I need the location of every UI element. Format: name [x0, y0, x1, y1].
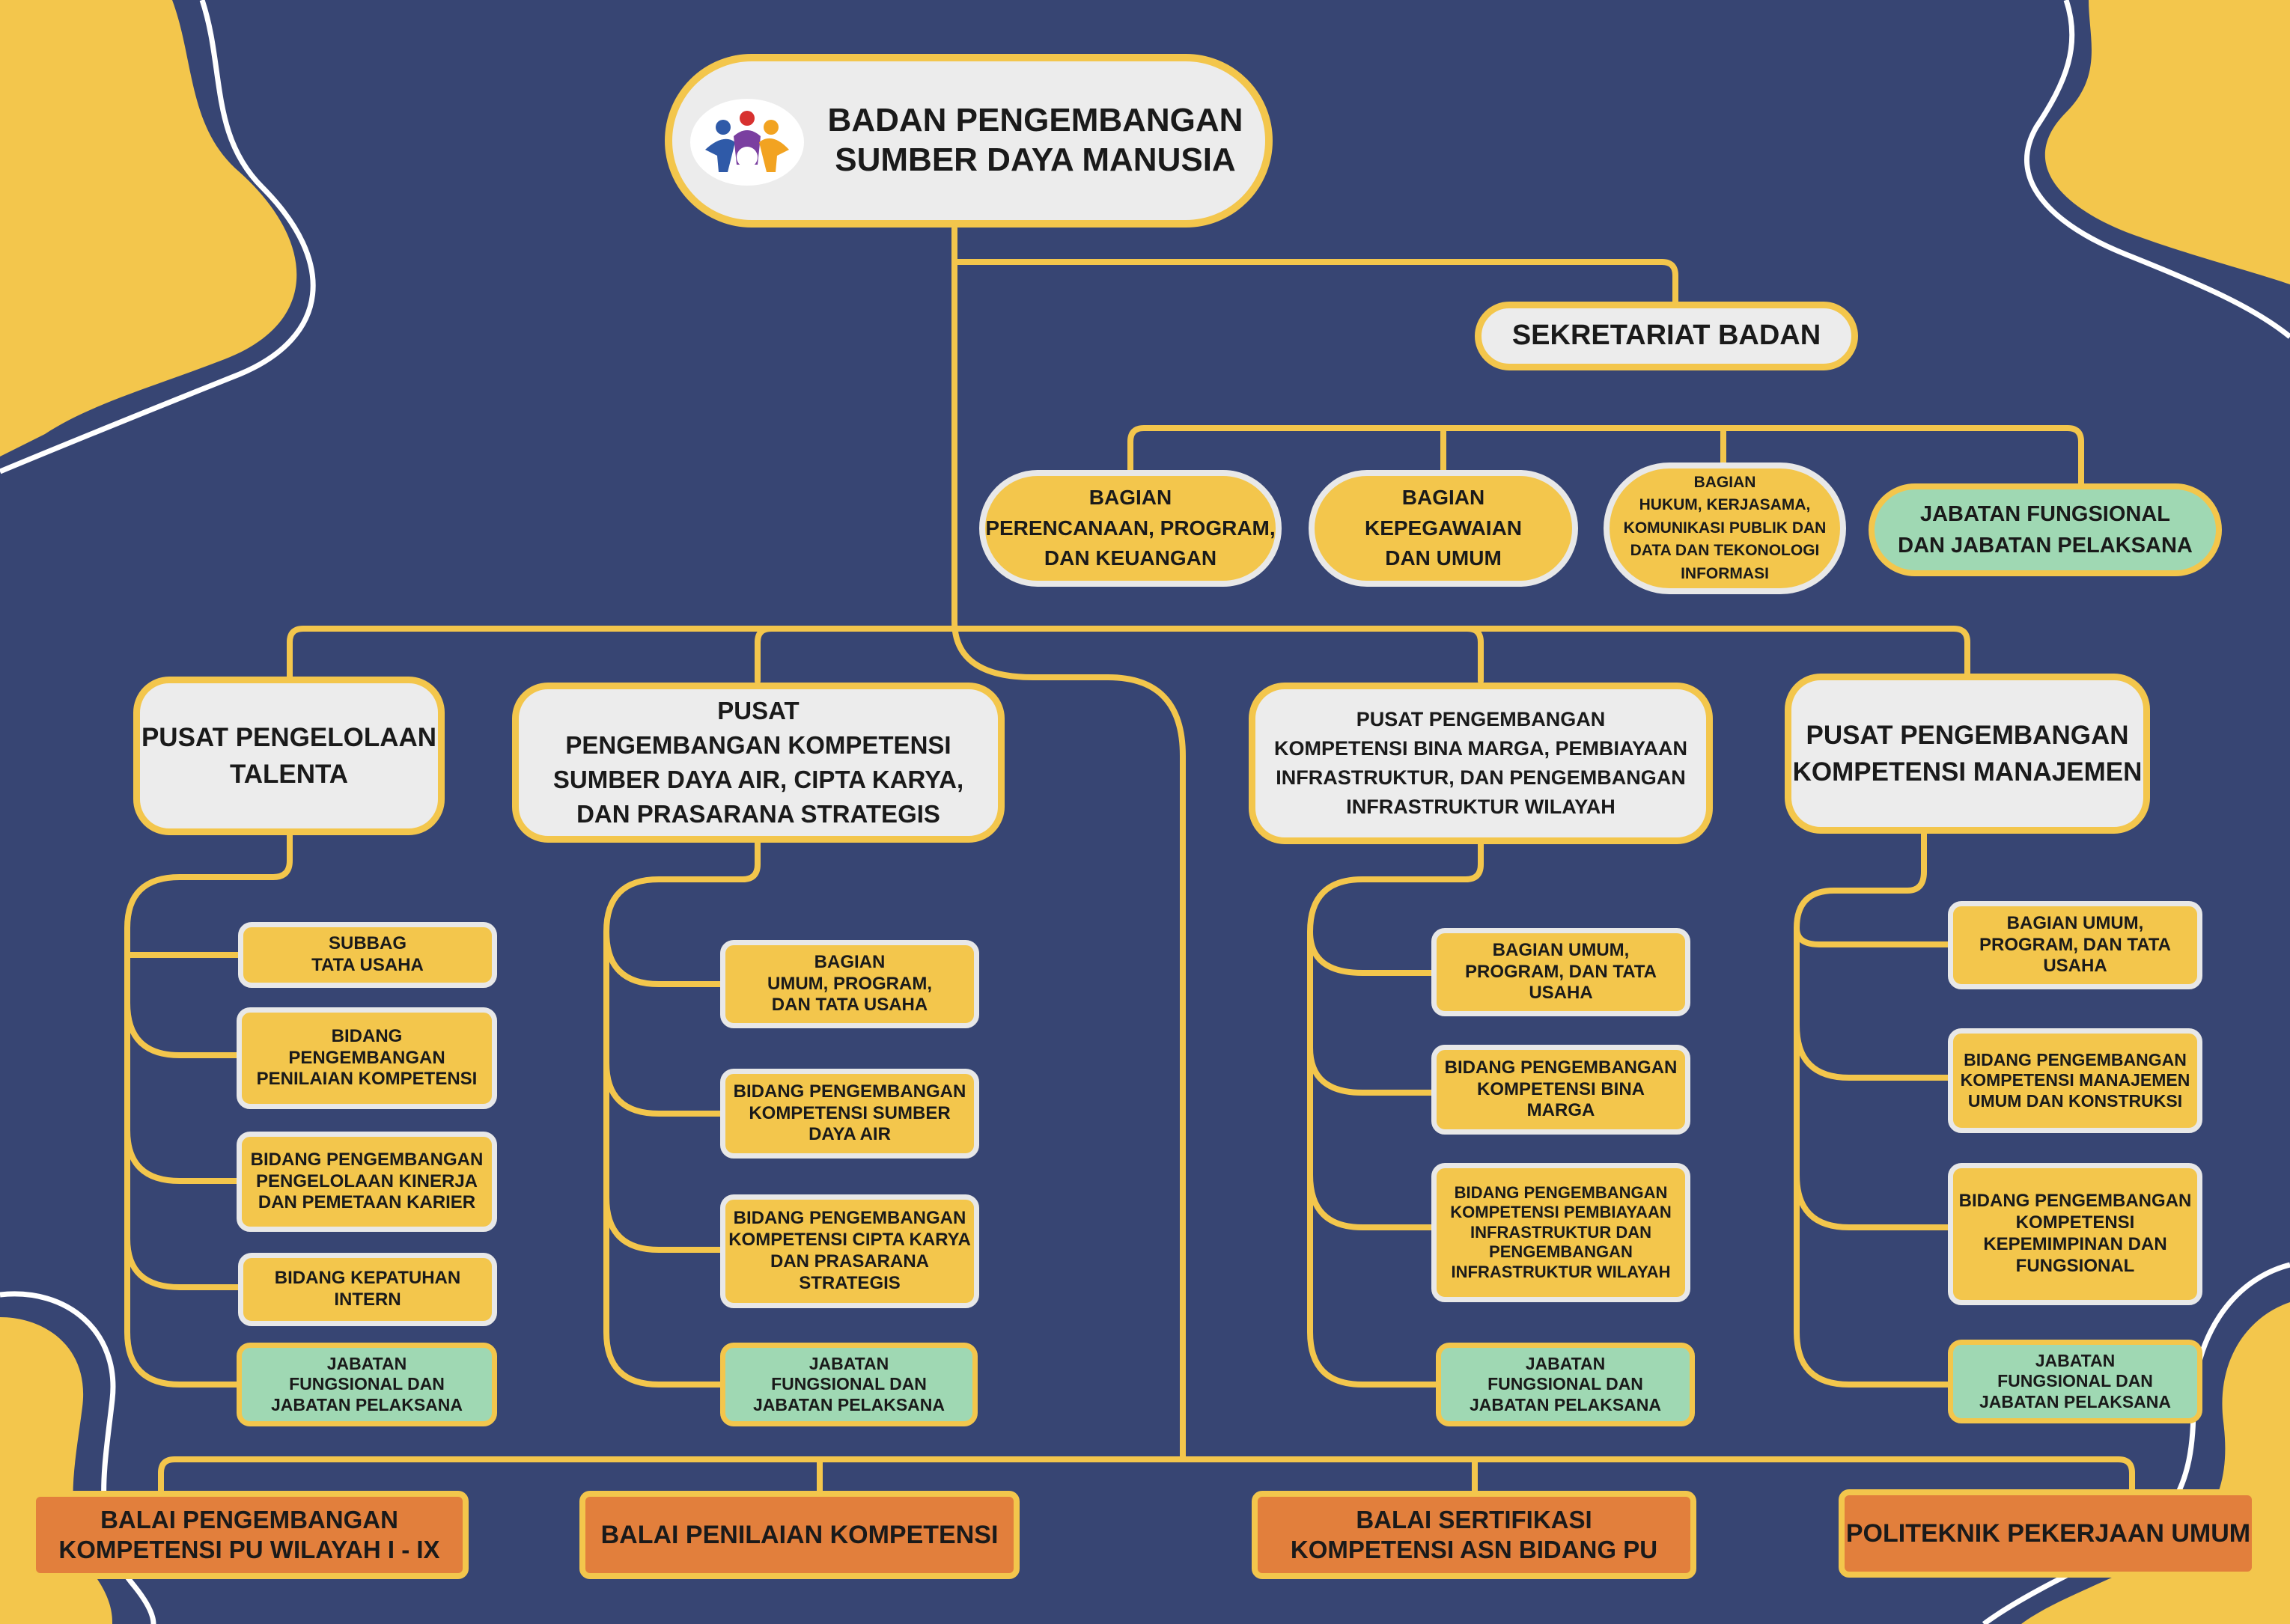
bina-marga-item: BIDANG PENGEMBANGAN KOMPETENSI PEMBIAYAA…	[1431, 1163, 1690, 1302]
item-label: BIDANG PENGEMBANGAN KOMPETENSI CIPTA KAR…	[728, 1208, 971, 1293]
politeknik-node: POLITEKNIK PEKERJAAN UMUM	[1839, 1489, 2258, 1578]
item-label: JABATAN FUNGSIONAL DAN JABATAN PELAKSANA	[753, 1353, 945, 1414]
sda-item: BAGIAN UMUM, PROGRAM, DAN TATA USAHA	[720, 940, 979, 1028]
sda-item: JABATAN FUNGSIONAL DAN JABATAN PELAKSANA	[720, 1343, 978, 1426]
sekretariat-node: SEKRETARIAT BADAN	[1475, 302, 1858, 370]
item-label: JABATAN FUNGSIONAL DAN JABATAN PELAKSANA	[271, 1353, 463, 1414]
item-label: BIDANG PENGEMBANGAN PENGELOLAAN KINERJA …	[250, 1149, 484, 1213]
manajemen-item: BIDANG PENGEMBANGAN KOMPETENSI MANAJEMEN…	[1948, 1028, 2202, 1133]
sekretariat-item-kepegawaian: BAGIAN KEPEGAWAIAN DAN UMUM	[1309, 470, 1578, 587]
talenta-item: JABATAN FUNGSIONAL DAN JABATAN PELAKSANA	[237, 1343, 497, 1426]
blob-bottom-left	[0, 1317, 112, 1624]
sekretariat-item-label: JABATAN FUNGSIONAL DAN JABATAN PELAKSANA	[1898, 501, 2193, 558]
pusat-bina-marga-node: PUSAT PENGEMBANGAN KOMPETENSI BINA MARGA…	[1249, 683, 1713, 844]
item-label: BAGIAN UMUM, PROGRAM, DAN TATA USAHA	[767, 951, 932, 1016]
item-label: BIDANG KEPATUHAN INTERN	[274, 1268, 461, 1310]
item-label: BIDANG PENGEMBANGAN KOMPETENSI KEPEMIMPI…	[1958, 1191, 2192, 1276]
talenta-item: BIDANG PENGEMBANGAN PENGELOLAAN KINERJA …	[237, 1132, 497, 1232]
item-label: BIDANG PENGEMBANGAN PENILAIAN KOMPETENSI	[256, 1025, 478, 1090]
blob-top-right-outline	[2024, 0, 2290, 339]
balai-label: BALAI PENILAIAN KOMPETENSI	[600, 1520, 999, 1549]
blob-bottom-left-outline	[0, 1291, 156, 1624]
item-label: BIDANG PENGEMBANGAN KOMPETENSI PEMBIAYAA…	[1450, 1183, 1672, 1281]
pusat-title: PUSAT PENGELOLAAN TALENTA	[141, 723, 437, 789]
balai-wilayah-node: BALAI PENGEMBANGAN KOMPETENSI PU WILAYAH…	[30, 1491, 469, 1579]
item-label: JABATAN FUNGSIONAL DAN JABATAN PELAKSANA	[1470, 1353, 1661, 1414]
head-node: BADAN PENGEMBANGAN SUMBER DAYA MANUSIA	[665, 54, 1273, 228]
blob-top-right	[2044, 0, 2290, 284]
talenta-item: SUBBAG TATA USAHA	[238, 922, 497, 988]
sda-item: BIDANG PENGEMBANGAN KOMPETENSI CIPTA KAR…	[720, 1194, 979, 1308]
manajemen-item: BIDANG PENGEMBANGAN KOMPETENSI KEPEMIMPI…	[1948, 1163, 2202, 1305]
balai-penilaian-node: BALAI PENILAIAN KOMPETENSI	[579, 1491, 1020, 1579]
blob-bottom-right-outline	[1982, 1262, 2290, 1624]
pusat-title: PUSAT PENGEMBANGAN KOMPETENSI MANAJEMEN	[1792, 721, 2143, 787]
talenta-item: BIDANG PENGEMBANGAN PENILAIAN KOMPETENSI	[237, 1007, 497, 1109]
bina-marga-item: BIDANG PENGEMBANGAN KOMPETENSI BINA MARG…	[1431, 1045, 1690, 1135]
balai-label: POLITEKNIK PEKERJAAN UMUM	[1845, 1518, 2251, 1548]
pusat-title: PUSAT PENGEMBANGAN KOMPETENSI SUMBER DAY…	[552, 696, 964, 828]
item-label: JABATAN FUNGSIONAL DAN JABATAN PELAKSANA	[1979, 1350, 2171, 1411]
pusat-manajemen-node: PUSAT PENGEMBANGAN KOMPETENSI MANAJEMEN	[1785, 674, 2150, 834]
bina-marga-item: JABATAN FUNGSIONAL DAN JABATAN PELAKSANA	[1436, 1343, 1695, 1426]
blob-top-left-outline	[0, 0, 316, 474]
sekretariat-title: SEKRETARIAT BADAN	[1511, 320, 1821, 352]
sekretariat-item-hukum: BAGIAN HUKUM, KERJASAMA, KOMUNIKASI PUBL…	[1604, 463, 1846, 594]
item-label: BIDANG PENGEMBANGAN KOMPETENSI BINA MARG…	[1444, 1057, 1678, 1121]
people-circle-logo-icon	[690, 99, 804, 186]
balai-label: BALAI PENGEMBANGAN KOMPETENSI PU WILAYAH…	[58, 1506, 440, 1563]
manajemen-item: BAGIAN UMUM, PROGRAM, DAN TATA USAHA	[1948, 901, 2202, 989]
sekretariat-item-perencanaan: BAGIAN PERENCANAAN, PROGRAM, DAN KEUANGA…	[979, 470, 1282, 587]
item-label: BAGIAN UMUM, PROGRAM, DAN TATA USAHA	[1465, 939, 1657, 1004]
manajemen-item: JABATAN FUNGSIONAL DAN JABATAN PELAKSANA	[1948, 1340, 2202, 1423]
head-title: BADAN PENGEMBANGAN SUMBER DAYA MANUSIA	[827, 102, 1243, 178]
blob-top-left	[0, 0, 297, 457]
talenta-item: BIDANG KEPATUHAN INTERN	[238, 1253, 497, 1326]
sekretariat-item-label: BAGIAN KEPEGAWAIAN DAN UMUM	[1364, 486, 1523, 570]
sekretariat-item-label: BAGIAN HUKUM, KERJASAMA, KOMUNIKASI PUBL…	[1623, 473, 1827, 582]
balai-sertifikasi-node: BALAI SERTIFIKASI KOMPETENSI ASN BIDANG …	[1252, 1491, 1696, 1579]
item-label: SUBBAG TATA USAHA	[311, 933, 424, 975]
balai-label: BALAI SERTIFIKASI KOMPETENSI ASN BIDANG …	[1290, 1506, 1658, 1563]
sekretariat-item-label: BAGIAN PERENCANAAN, PROGRAM, DAN KEUANGA…	[985, 486, 1276, 570]
pusat-sda-node: PUSAT PENGEMBANGAN KOMPETENSI SUMBER DAY…	[512, 683, 1005, 843]
sda-item: BIDANG PENGEMBANGAN KOMPETENSI SUMBER DA…	[720, 1069, 979, 1159]
bina-marga-item: BAGIAN UMUM, PROGRAM, DAN TATA USAHA	[1431, 928, 1690, 1016]
pusat-title: PUSAT PENGEMBANGAN KOMPETENSI BINA MARGA…	[1273, 707, 1688, 819]
item-label: BIDANG PENGEMBANGAN KOMPETENSI SUMBER DA…	[733, 1081, 966, 1145]
item-label: BAGIAN UMUM, PROGRAM, DAN TATA USAHA	[1979, 912, 2171, 977]
item-label: BIDANG PENGEMBANGAN KOMPETENSI MANAJEMEN…	[1960, 1049, 2190, 1111]
pusat-talenta-node: PUSAT PENGELOLAAN TALENTA	[133, 677, 445, 835]
sekretariat-item-jabatan: JABATAN FUNGSIONAL DAN JABATAN PELAKSANA	[1869, 483, 2222, 576]
